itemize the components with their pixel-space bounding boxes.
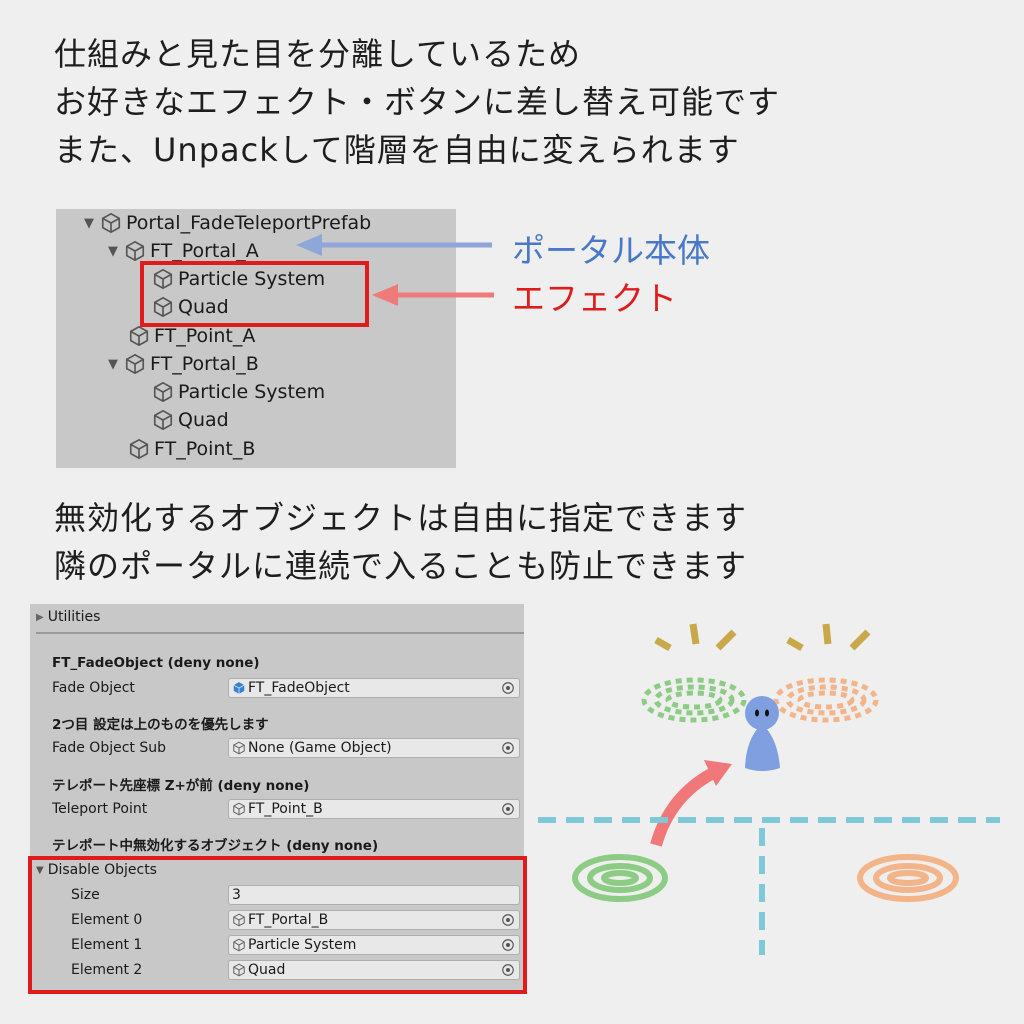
foldout-right-triangle-icon[interactable]: ▶ [36, 611, 44, 623]
object-picker-icon[interactable] [501, 802, 515, 816]
section-header: 2つ目 設定は上のものを優先します [52, 717, 269, 733]
hierarchy-item-label: FT_Point_B [154, 438, 256, 460]
caption-line: また、Unpackして階層を自由に変えられます [54, 131, 740, 169]
floor-line-icon [538, 817, 1000, 955]
caption-top: 仕組みと見た目を分離しているため お好きなエフェクト・ボタンに差し替え可能です … [54, 30, 780, 174]
character-icon [745, 696, 780, 771]
hierarchy-item-label: Particle System [178, 381, 326, 403]
field-label: Element 1 [71, 937, 143, 953]
hierarchy-item-label: FT_Point_A [154, 325, 256, 347]
effect-arrow-icon [372, 284, 494, 306]
hierarchy-item-label: FT_Portal_B [150, 353, 259, 375]
caption-line: 無効化するオブジェクトは自由に指定できます [54, 499, 748, 537]
foldout-disable-objects[interactable]: ▼ Disable Objects [36, 859, 157, 881]
sparkle-icon [654, 623, 737, 652]
orange-portal-ring-icon [773, 677, 879, 723]
section-header: テレポート先座標 Z+が前 (deny none) [52, 778, 310, 794]
foldout-label: Utilities [47, 609, 101, 625]
gameobject-cube-icon [129, 438, 149, 460]
gameobject-cube-icon [233, 802, 245, 816]
hierarchy-item-label: Quad [178, 296, 229, 318]
gameobject-cube-icon [125, 353, 145, 375]
hierarchy-item-label: Particle System [178, 268, 326, 290]
jump-arrow-icon [650, 760, 732, 847]
element-2-field[interactable]: Quad [228, 960, 520, 980]
hierarchy-item-quad-b[interactable]: Quad [152, 406, 229, 434]
inspector-panel: ▶ Utilities FT_FadeObject (deny none) Fa… [30, 604, 524, 994]
section-header: FT_FadeObject (deny none) [52, 655, 260, 671]
gameobject-cube-icon [101, 212, 121, 234]
size-input[interactable]: 3 [228, 885, 520, 905]
portal-body-label: ポータル本体 [512, 231, 710, 270]
gameobject-cube-icon [233, 741, 245, 755]
field-label: Element 0 [71, 912, 143, 928]
hierarchy-item-particle-b[interactable]: Particle System [152, 378, 325, 406]
hierarchy-item-portal-a[interactable]: ▼ FT_Portal_A [106, 237, 259, 265]
disable-objects-highlight-box [28, 856, 527, 994]
element-1-field[interactable]: Particle System [228, 935, 520, 955]
hierarchy-item-portal-b[interactable]: ▼ FT_Portal_B [106, 350, 259, 378]
object-picker-icon[interactable] [501, 681, 515, 695]
field-label: Fade Object Sub [52, 740, 166, 756]
hierarchy-item-point-a[interactable]: FT_Point_A [128, 322, 255, 350]
hierarchy-item-label: Portal_FadeTeleportPrefab [126, 212, 372, 234]
object-picker-icon[interactable] [501, 938, 515, 952]
green-portal-ring-icon [641, 677, 747, 723]
field-value: FT_Point_B [248, 801, 323, 817]
field-value: FT_Portal_B [248, 912, 329, 928]
caption-line: 隣のポータルに連続で入ることも防止できます [54, 547, 748, 585]
gameobject-cube-icon [125, 240, 145, 262]
field-label: Fade Object [52, 680, 135, 696]
field-value: Particle System [248, 937, 357, 953]
separator [36, 632, 524, 634]
field-label: Element 2 [71, 962, 143, 978]
expand-triangle-icon[interactable]: ▼ [84, 215, 94, 231]
hierarchy-item-particle-a[interactable]: Particle System [152, 265, 325, 293]
portal-illustration [538, 623, 1000, 955]
field-value: 3 [232, 887, 241, 903]
hierarchy-item-prefab[interactable]: ▼ Portal_FadeTeleportPrefab [82, 209, 371, 237]
section-header: テレポート中無効化するオブジェクト (deny none) [52, 838, 379, 854]
portal-body-arrow-icon [296, 234, 492, 256]
effect-highlight-box [140, 261, 369, 327]
element-0-field[interactable]: FT_Portal_B [228, 910, 520, 930]
hierarchy-item-quad-a[interactable]: Quad [152, 293, 229, 321]
fade-object-sub-field[interactable]: None (Game Object) [228, 738, 520, 758]
hierarchy-item-point-b[interactable]: FT_Point_B [128, 435, 255, 463]
gameobject-cube-icon [233, 963, 245, 977]
object-picker-icon[interactable] [501, 963, 515, 977]
object-picker-icon[interactable] [501, 741, 515, 755]
hierarchy-item-label: FT_Portal_A [150, 240, 259, 262]
fade-object-field[interactable]: FT_FadeObject [228, 678, 520, 698]
field-value: FT_FadeObject [248, 680, 350, 696]
field-value: Quad [248, 962, 286, 978]
foldout-label: Disable Objects [47, 862, 157, 878]
gameobject-cube-icon [153, 381, 173, 403]
field-label: Size [71, 887, 100, 903]
teleport-point-field[interactable]: FT_Point_B [228, 799, 520, 819]
foldout-utilities[interactable]: ▶ Utilities [36, 606, 100, 628]
caption-line: お好きなエフェクト・ボタンに差し替え可能です [54, 83, 781, 121]
expand-triangle-icon[interactable]: ▼ [108, 356, 118, 372]
caption-middle: 無効化するオブジェクトは自由に指定できます 隣のポータルに連続で入ることも防止で… [54, 494, 747, 590]
effect-label: エフェクト [512, 279, 677, 318]
gameobject-cube-icon [233, 938, 245, 952]
foldout-down-triangle-icon[interactable]: ▼ [36, 864, 44, 876]
field-label: Teleport Point [52, 801, 148, 817]
gameobject-cube-icon [129, 325, 149, 347]
gameobject-cube-icon [153, 409, 173, 431]
gameobject-cube-icon [153, 268, 173, 290]
field-value: None (Game Object) [248, 740, 392, 756]
object-picker-icon[interactable] [501, 913, 515, 927]
orange-ground-portal-icon [857, 854, 959, 902]
hierarchy-panel: ▼ Portal_FadeTeleportPrefab ▼ FT_Portal_… [56, 209, 456, 468]
expand-triangle-icon[interactable]: ▼ [108, 243, 118, 259]
green-ground-portal-icon [572, 854, 668, 902]
caption-line: 仕組みと見た目を分離しているため [54, 35, 582, 73]
hierarchy-item-label: Quad [178, 409, 229, 431]
sparkle-icon [786, 623, 871, 652]
prefab-cube-icon [233, 682, 245, 694]
gameobject-cube-icon [233, 913, 245, 927]
gameobject-cube-icon [153, 296, 173, 318]
